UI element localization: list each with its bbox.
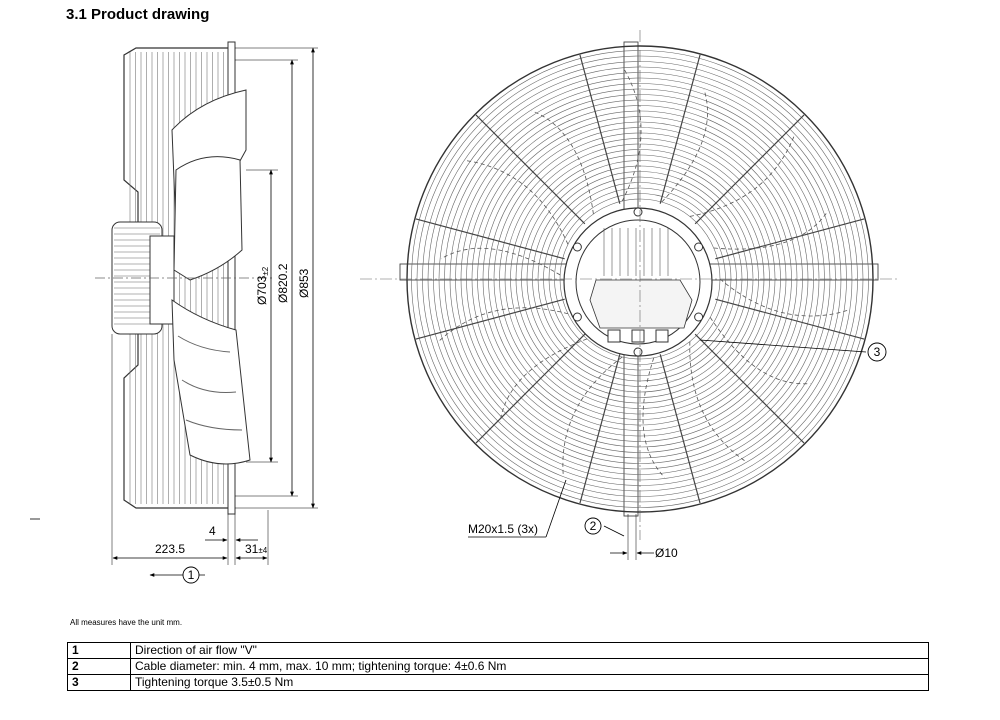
cable-gland-2 (631, 329, 645, 343)
dim-4: 4 (209, 524, 216, 538)
legend-table: 1 Direction of air flow "V" 2 Cable diam… (67, 642, 929, 691)
legend-row: 1 Direction of air flow "V" (67, 642, 929, 659)
dim-820: Ø820.2 (276, 263, 290, 303)
blade-middle (173, 156, 243, 281)
front-dimensions (468, 339, 867, 560)
dim-703: Ø703±2 (255, 266, 270, 305)
cable-gland-1 (607, 329, 621, 343)
callout-3: 3 (874, 345, 881, 359)
side-view (30, 41, 275, 520)
electronics-cover (589, 279, 693, 329)
dim-223: 223.5 (155, 542, 185, 556)
dim-853: Ø853 (297, 268, 311, 298)
callout-2-circle (584, 517, 602, 535)
side-dimensions (111, 47, 318, 577)
dim-31: 31±4 (245, 542, 268, 556)
callout-3-circle (867, 342, 887, 362)
legend-row: 2 Cable diameter: min. 4 mm, max. 10 mm;… (67, 658, 929, 675)
callout-1: 1 (188, 568, 195, 582)
fan-blades (439, 69, 848, 478)
page-title: 3.1 Product drawing (66, 6, 210, 23)
legend-num: 2 (67, 658, 131, 675)
callout-1-circle (182, 566, 200, 584)
front-dimension-labels: M20x1.5 (3x) 2 Ø10 3 (468, 342, 887, 560)
motor-hub (149, 235, 175, 325)
legend-num: 3 (67, 674, 131, 691)
legend-text: Tightening torque 3.5±0.5 Nm (130, 674, 929, 691)
legend-row: 3 Tightening torque 3.5±0.5 Nm (67, 674, 929, 691)
callout-2: 2 (590, 519, 597, 533)
product-drawing: Ø703±2 Ø820.2 Ø853 4 223.5 31±4 1 (30, 30, 898, 584)
unit-note: All measures have the unit mm. (70, 618, 183, 627)
side-dimension-labels: Ø703±2 Ø820.2 Ø853 4 223.5 31±4 1 (155, 263, 311, 584)
blade-lower (171, 299, 251, 465)
legend-text: Direction of air flow "V" (130, 642, 929, 659)
dim-thread: M20x1.5 (3x) (468, 522, 538, 536)
front-view (360, 30, 898, 540)
dim-10: Ø10 (655, 546, 678, 560)
cable-gland-3 (655, 329, 669, 343)
legend-text: Cable diameter: min. 4 mm, max. 10 mm; t… (130, 658, 929, 675)
legend-num: 1 (67, 642, 131, 659)
guard-spokes (415, 54, 865, 504)
